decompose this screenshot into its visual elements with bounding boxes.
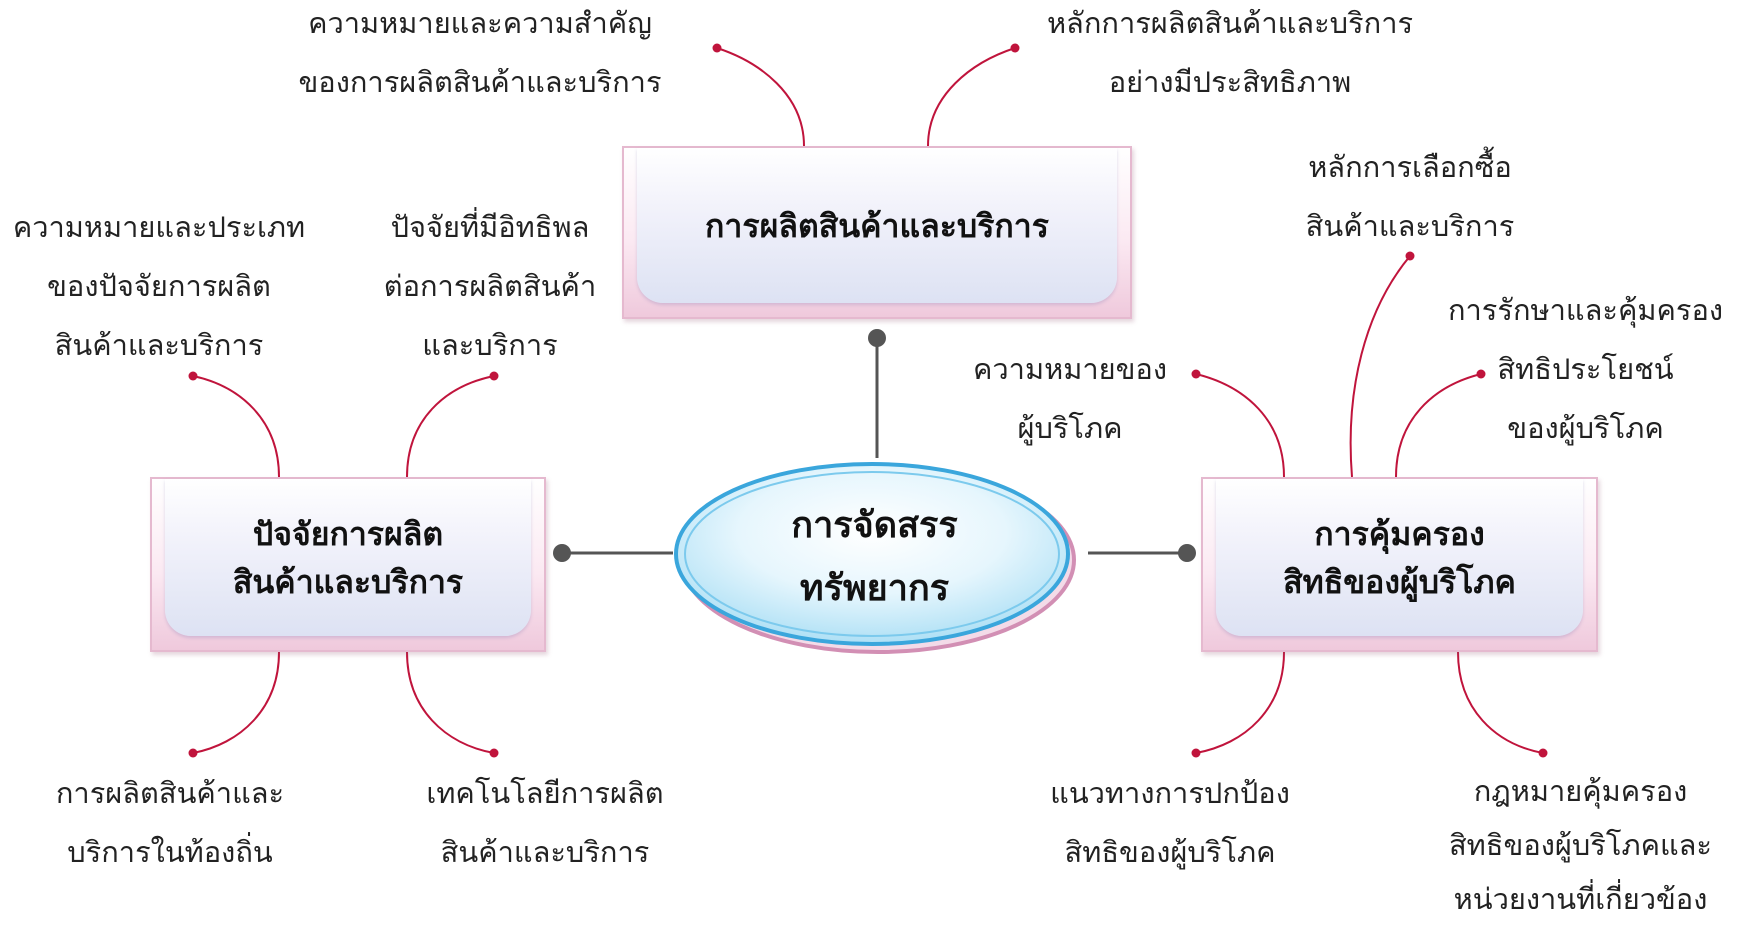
subtopic-line: ความหมายและความสำคัญ [308,6,652,40]
subtopic-line: และบริการ [422,328,558,362]
subtopic-line: ของปัจจัยการผลิต [47,269,271,303]
subtopic-factors-technology: เทคโนโลยีการผลิต สินค้าและบริการ [400,764,690,882]
center-title-line-1: การจัดสรร [791,505,958,546]
subtopic-line: สินค้าและบริการ [440,835,650,869]
branch-consumer-guidelines [1195,651,1285,754]
topic-consumer-title-line-2: สิทธิของผู้บริโภค [1283,562,1516,601]
subtopic-factors-local: การผลิตสินค้าและ บริการในท้องถิ่น [20,764,320,882]
subtopic-consumer-guidelines: แนวทางการปกป้อง สิทธิของผู้บริโภค [1020,764,1320,882]
subtopic-line: อย่างมีประสิทธิภาพ [1108,65,1352,99]
branch-consumer-protection [1395,373,1482,478]
branch-production-meaning [716,47,805,147]
branch-production-principles [927,47,1016,147]
branch-dot-consumer-law [1538,748,1548,758]
branch-dot-consumer-choosing [1405,251,1415,261]
branch-dot-factors-influence [489,371,499,381]
subtopic-line: ต่อการผลิตสินค้า [383,269,597,303]
branch-dot-factors-technology [489,748,499,758]
branch-dot-consumer-guidelines [1191,748,1201,758]
connector-dot-top [868,329,886,347]
subtopic-line: การรักษาและคุ้มครอง [1447,293,1724,327]
subtopic-production-meaning: ความหมายและความสำคัญ ของการผลิตสินค้าและ… [230,0,730,112]
topic-consumer-box: การคุ้มครอง สิทธิของผู้บริโภค [1201,477,1598,652]
subtopic-line: บริการในท้องถิ่น [67,835,273,869]
subtopic-line: กฎหมายคุ้มครอง [1473,774,1688,808]
center-ellipse [674,462,1076,654]
topic-consumer-title-line-1: การคุ้มครอง [1314,514,1485,553]
subtopic-line: ปัจจัยที่มีอิทธิพล [390,210,590,244]
subtopic-line: ของผู้บริโภค [1507,411,1664,445]
branch-consumer-choosing [1349,255,1411,478]
center-node: การจัดสรร ทรัพยากร [668,458,1081,656]
subtopic-line: สินค้าและบริการ [54,328,264,362]
subtopic-line: ผู้บริโภค [1017,411,1123,445]
subtopic-line: หลักการผลิตสินค้าและบริการ [1046,6,1414,40]
subtopic-line: เทคโนโลยีการผลิต [426,776,664,810]
branch-factors-meaning [192,375,280,478]
topic-production-title: การผลิตสินค้าและบริการ [705,206,1049,245]
branch-factors-technology [406,651,495,754]
subtopic-line: สินค้าและบริการ [1305,209,1515,243]
subtopic-line: หน่วยงานที่เกี่ยวข้อง [1453,882,1708,916]
subtopic-consumer-meaning: ความหมายของ ผู้บริโภค [950,340,1190,458]
subtopic-line: สิทธิของผู้บริโภคและ [1448,828,1713,862]
topic-factors-title-line-2: สินค้าและบริการ [232,562,464,601]
subtopic-consumer-choosing: หลักการเลือกซื้อ สินค้าและบริการ [1280,138,1540,256]
branch-consumer-meaning [1195,373,1285,478]
subtopic-line: การผลิตสินค้าและ [55,776,285,810]
subtopic-line: ความหมายของ [973,352,1167,386]
branch-dot-production-principles [1010,43,1020,53]
branch-dot-production-meaning [712,43,722,53]
subtopic-line: ของการผลิตสินค้าและบริการ [298,65,662,99]
topic-factors-box: ปัจจัยการผลิต สินค้าและบริการ [150,477,546,652]
branch-dot-consumer-protection [1476,369,1486,379]
center-title-line-2: ทรัพยากร [799,568,950,609]
branch-factors-local [192,651,280,754]
topic-factors-title-line-1: ปัจจัยการผลิต [252,514,444,553]
branch-dot-consumer-meaning [1191,369,1201,379]
topic-production-box: การผลิตสินค้าและบริการ [622,146,1132,319]
subtopic-line: แนวทางการปกป้อง [1050,776,1290,810]
connector-dot-left [553,544,571,562]
subtopic-factors-influence: ปัจจัยที่มีอิทธิพล ต่อการผลิตสินค้า และบ… [340,198,640,375]
subtopic-line: สิทธิของผู้บริโภค [1064,835,1276,869]
connector-dot-right [1178,544,1196,562]
subtopic-line: สิทธิประโยชน์ [1497,352,1674,386]
subtopic-consumer-law: กฎหมายคุ้มครอง สิทธิของผู้บริโภคและ หน่ว… [1418,764,1743,925]
subtopic-line: หลักการเลือกซื้อ [1308,150,1512,184]
branch-dot-factors-meaning [188,371,198,381]
subtopic-production-principles: หลักการผลิตสินค้าและบริการ อย่างมีประสิท… [1000,0,1460,112]
branch-dot-factors-local [188,748,198,758]
subtopic-consumer-protection-benefits: การรักษาและคุ้มครอง สิทธิประโยชน์ ของผู้… [1428,281,1743,458]
subtopic-factors-meaning: ความหมายและประเภท ของปัจจัยการผลิต สินค้… [0,198,318,375]
subtopic-line: ความหมายและประเภท [12,210,306,244]
branch-factors-influence [406,375,495,478]
branch-consumer-law [1457,651,1544,754]
